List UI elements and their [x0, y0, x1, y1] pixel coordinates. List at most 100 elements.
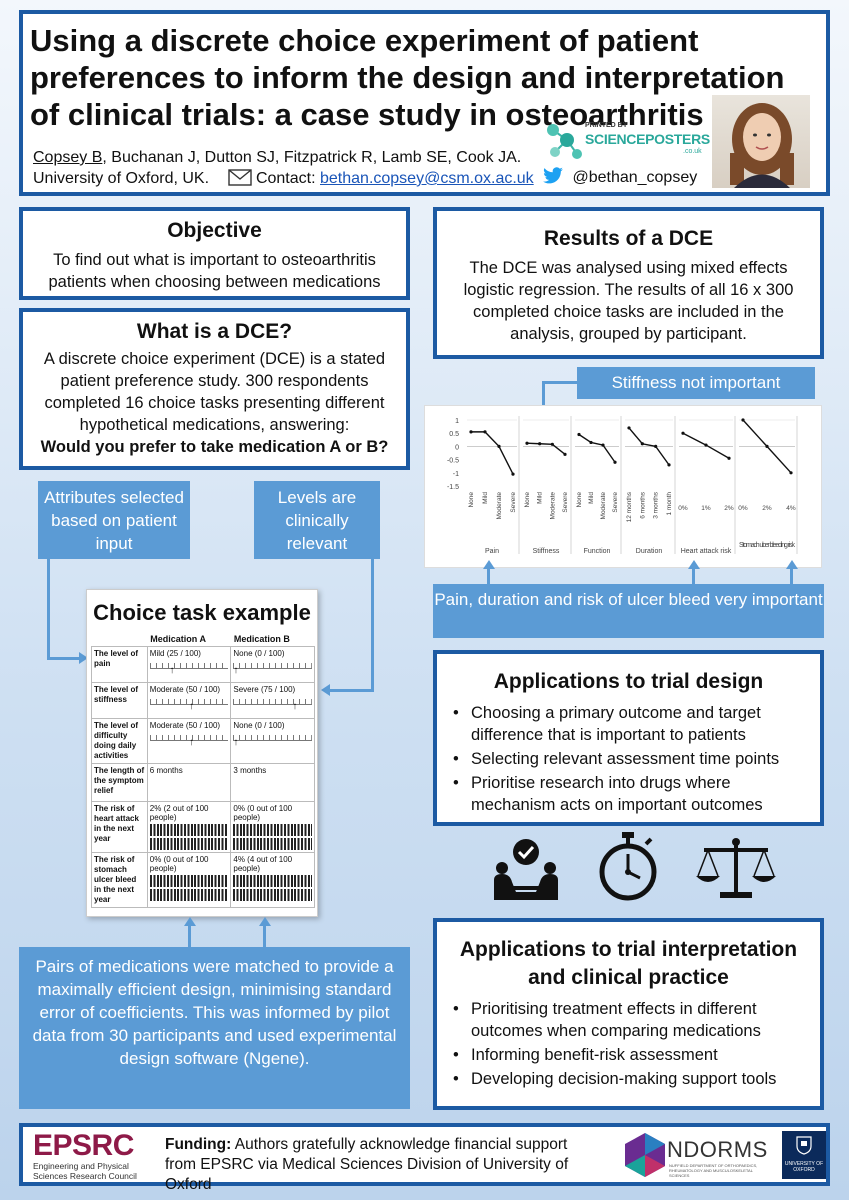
stiffness-arrow-h: [542, 381, 577, 384]
level-text: Moderate (50 / 100): [149, 721, 221, 730]
x-tick-label: Mild: [482, 492, 489, 504]
people-pictogram: [149, 838, 229, 850]
bullet-item: Informing benefit-risk assessment: [451, 1044, 810, 1066]
author-block: Copsey B, Buchanan J, Dutton SJ, Fitzpat…: [33, 147, 534, 189]
portrait-icon: [730, 103, 794, 188]
objective-text: To find out what is important to osteoar…: [48, 251, 381, 291]
level-cell-b: None (0 / 100)↑: [230, 718, 315, 764]
x-tick-label: 2%: [724, 505, 734, 512]
level-cell-b: Severe (75 / 100) ↑: [230, 682, 315, 719]
scienceposters-logo: PRINTED BY SCIENCEPOSTERS .co.uk: [543, 118, 710, 164]
level-scale: ↑: [149, 696, 229, 712]
oxford-crest-icon: [796, 1136, 812, 1155]
data-point: [469, 430, 473, 434]
choice-task-card: Choice task example Medication A Medicat…: [86, 589, 318, 917]
attributes-callout: Attributes selected based on patient inp…: [38, 481, 190, 559]
attribute-label: The level of difficulty doing daily acti…: [91, 718, 148, 764]
level-text: Severe (75 / 100): [233, 685, 296, 694]
level-cell-a: Moderate (50 / 100) ↑: [146, 682, 232, 719]
other-authors: , Buchanan J, Dutton SJ, Fitzpatrick R, …: [102, 149, 522, 166]
design-arrow-2: [263, 925, 266, 947]
epsrc-wordmark: EPSRC: [33, 1129, 134, 1162]
first-author: Copsey B: [33, 149, 103, 166]
ndorms-hexagon-icon: [625, 1133, 665, 1177]
level-scale: ↑: [149, 660, 229, 676]
y-tick-label: -0.5: [447, 458, 459, 465]
attribute-label: The length of the symptom relief: [91, 763, 148, 802]
x-tick-label: Mild: [588, 492, 595, 504]
design-arrow-head-2: [259, 917, 271, 926]
scale-marker-icon: ↑: [292, 701, 298, 712]
people-pictogram: [149, 875, 229, 887]
what-dce-box: What is a DCE? A discrete choice experim…: [19, 308, 410, 470]
level-text: Moderate (50 / 100): [149, 685, 221, 694]
epsrc-logo: EPSRC Engineering and Physical Sciences …: [33, 1129, 159, 1182]
level-scale: ↑: [149, 732, 229, 748]
trial-interp-box: Applications to trial interpretation and…: [433, 918, 824, 1110]
scale-marker-icon: ↑: [169, 665, 175, 676]
choice-row: The risk of stomach ulcer bleed in the n…: [91, 852, 315, 908]
scale-marker-icon: ↑: [233, 737, 239, 748]
group-label: Duration: [636, 548, 663, 555]
x-tick-label: Moderate: [600, 492, 607, 520]
level-scale: ↑: [233, 732, 312, 748]
twitter-link[interactable]: @bethan_copsey: [572, 169, 698, 186]
data-point: [577, 432, 581, 437]
level-text: 6 months: [149, 766, 183, 775]
results-text: The DCE was analysed using mixed effects…: [463, 259, 794, 343]
footer-box: EPSRC Engineering and Physical Sciences …: [19, 1123, 830, 1193]
data-point: [601, 443, 605, 447]
trial-design-list: Choosing a primary outcome and target di…: [451, 702, 810, 816]
trial-interp-list: Prioritising treatment effects in differ…: [451, 998, 810, 1090]
x-tick-label: 0%: [738, 505, 748, 512]
objective-heading: Objective: [167, 219, 262, 242]
x-tick-label: 1 month: [666, 492, 673, 516]
x-tick-label: Mild: [537, 492, 544, 504]
attribute-label: The risk of stomach ulcer bleed in the n…: [91, 852, 148, 908]
email-link[interactable]: bethan.copsey@csm.ox.ac.uk: [320, 170, 534, 187]
imp-arrow-1: [487, 568, 490, 584]
affiliation: University of Oxford, UK.: [33, 170, 210, 187]
x-tick-label: 2%: [762, 505, 772, 512]
oxford-logo: UNIVERSITY OF OXFORD: [782, 1131, 826, 1179]
objective-box: Objective To find out what is important …: [19, 207, 410, 300]
data-point: [613, 460, 617, 464]
attribute-label: The level of pain: [91, 646, 148, 683]
x-tick-label: Moderate: [496, 492, 503, 520]
levels-arrow-head: [321, 684, 330, 696]
trial-interp-heading: Applications to trial interpretation and…: [459, 938, 798, 989]
level-text: 0% (0 out of 100 people): [233, 804, 293, 822]
data-point: [538, 442, 542, 446]
level-cell-b: None (0 / 100)↑: [230, 646, 315, 683]
ndorms-logo: NDORMS NUFFIELD DEPARTMENT OF ORTHOPAEDI…: [623, 1131, 773, 1181]
ndorms-subtitle: NUFFIELD DEPARTMENT OF ORTHOPAEDICS, RHE…: [669, 1163, 758, 1178]
y-tick-label: 1: [455, 418, 459, 425]
data-point: [654, 444, 658, 448]
data-point: [640, 442, 644, 446]
data-point: [563, 452, 567, 456]
molecule-icon: [547, 124, 582, 159]
level-text: None (0 / 100): [233, 649, 285, 658]
level-text: Mild (25 / 100): [149, 649, 201, 658]
poster-title: Using a discrete choice experiment of pa…: [30, 23, 785, 132]
x-tick-label: None: [576, 492, 583, 508]
what-dce-heading: What is a DCE?: [136, 320, 293, 343]
y-tick-label: 0.5: [449, 431, 459, 438]
x-tick-label: Moderate: [549, 492, 556, 520]
design-callout: Pairs of medications were matched to pro…: [19, 947, 410, 1109]
what-dce-text: A discrete choice experiment (DCE) is a …: [43, 350, 386, 434]
consultation-icon: [494, 839, 558, 900]
data-point: [511, 472, 515, 476]
scale-marker-icon: ↑: [189, 737, 195, 748]
bullet-item: Developing decision-making support tools: [451, 1068, 810, 1090]
choice-row: The level of difficulty doing daily acti…: [91, 718, 315, 764]
level-cell-a: 2% (2 out of 100 people): [146, 801, 232, 853]
stiffness-arrow-v: [542, 381, 545, 421]
attribute-label: The risk of heart attack in the next yea…: [91, 801, 148, 853]
level-cell-b: 4% (4 out of 100 people): [230, 852, 315, 908]
data-point: [741, 418, 745, 422]
